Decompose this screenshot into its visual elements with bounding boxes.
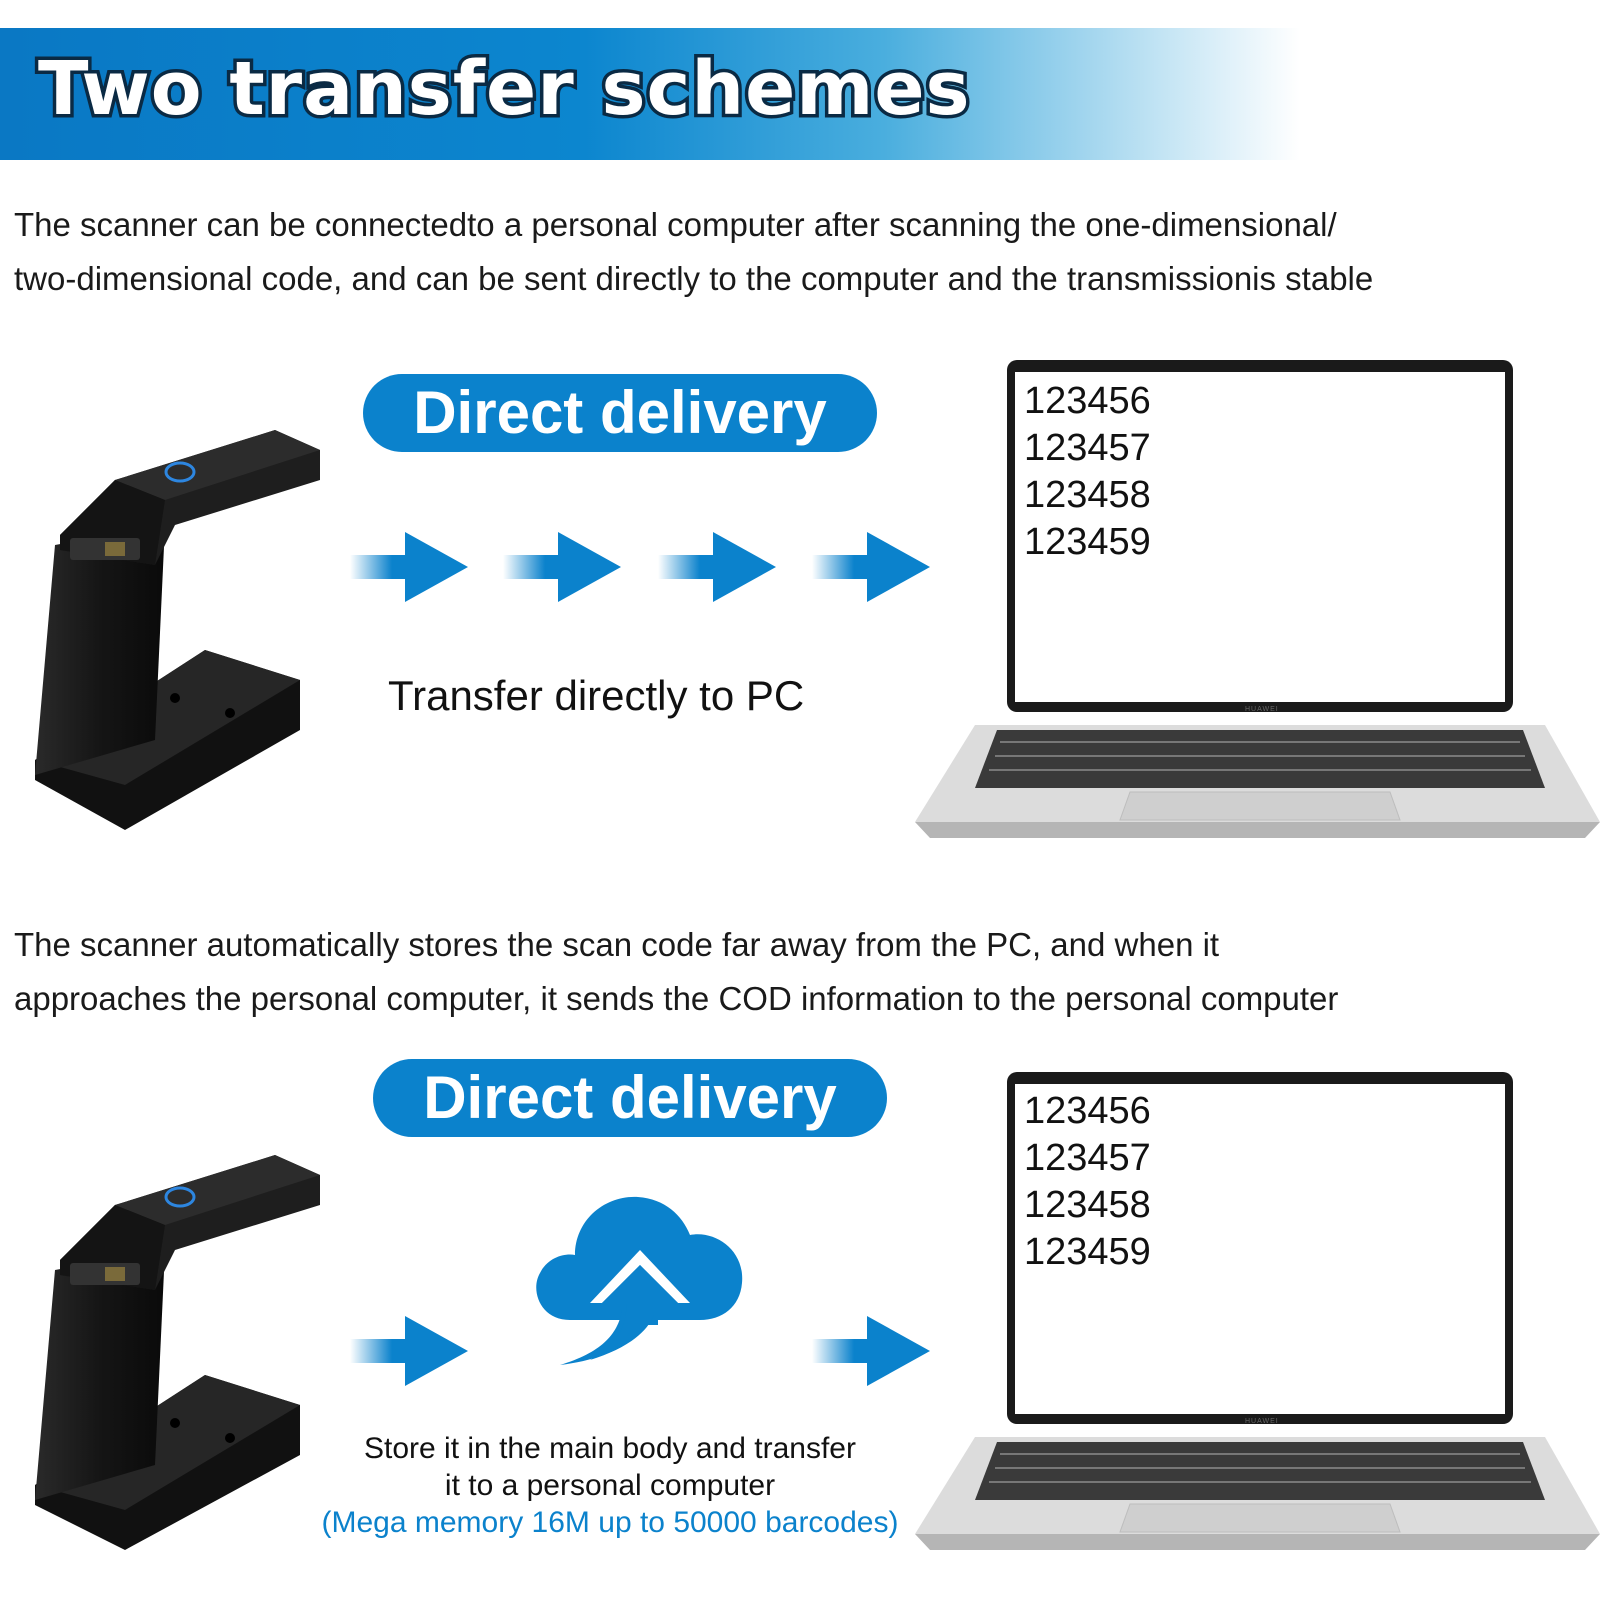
- scheme2-description: The scanner automatically stores the sca…: [14, 918, 1594, 1026]
- scheme1-screen-line: 123456: [1024, 380, 1151, 422]
- arrow-right-icon: [503, 532, 621, 602]
- scheme1-caption: Transfer directly to PC: [388, 672, 805, 719]
- arrow-right-icon: [350, 532, 468, 602]
- scanner-image-2: [35, 1155, 320, 1550]
- scheme2-caption: Store it in the main body and transfer i…: [300, 1430, 920, 1541]
- arrow-right-icon: [812, 1316, 930, 1386]
- laptop-image-2: [915, 1072, 1600, 1550]
- page-title: Two transfer schemes: [35, 43, 974, 136]
- scheme1-pill: Direct delivery: [363, 374, 877, 452]
- scheme2-screen-text: 123456 123457 123458 123459: [1024, 1088, 1151, 1276]
- laptop-brand-label-1: HUAWEI: [1245, 706, 1279, 713]
- scheme2-description-line2: approaches the personal computer, it sen…: [14, 980, 1339, 1017]
- scheme1-screen-line: 123457: [1024, 427, 1151, 469]
- scheme1-screen-text: 123456 123457 123458 123459: [1024, 378, 1151, 566]
- scheme2-pill: Direct delivery: [373, 1059, 887, 1137]
- scheme2-caption-line2: it to a personal computer: [444, 1469, 776, 1502]
- scheme2-caption-line1: Store it in the main body and transfer: [364, 1432, 856, 1465]
- scheme2-screen-line: 123457: [1024, 1137, 1151, 1179]
- arrow-right-icon: [350, 1316, 468, 1386]
- arrow-right-icon: [812, 532, 930, 602]
- scheme2-screen-line: 123458: [1024, 1184, 1151, 1226]
- arrow-right-icon: [658, 532, 776, 602]
- scheme1-description: The scanner can be connectedto a persona…: [14, 198, 1594, 306]
- laptop-brand-label-2: HUAWEI: [1245, 1418, 1279, 1425]
- laptop-image-1: [915, 360, 1600, 838]
- scheme2-description-line1: The scanner automatically stores the sca…: [14, 926, 1220, 963]
- scheme2-screen-line: 123459: [1024, 1231, 1151, 1273]
- cloud-upload-icon: [536, 1196, 743, 1365]
- scheme1-screen-line: 123459: [1024, 521, 1151, 563]
- scheme1-screen-line: 123458: [1024, 474, 1151, 516]
- scheme2-screen-line: 123456: [1024, 1090, 1151, 1132]
- scheme1-description-line2: two-dimensional code, and can be sent di…: [14, 260, 1374, 297]
- title-banner: [0, 28, 1300, 160]
- scanner-image-1: [35, 430, 320, 830]
- scheme1-description-line1: The scanner can be connectedto a persona…: [14, 206, 1337, 243]
- scheme2-memory-note: (Mega memory 16M up to 50000 barcodes): [321, 1506, 899, 1539]
